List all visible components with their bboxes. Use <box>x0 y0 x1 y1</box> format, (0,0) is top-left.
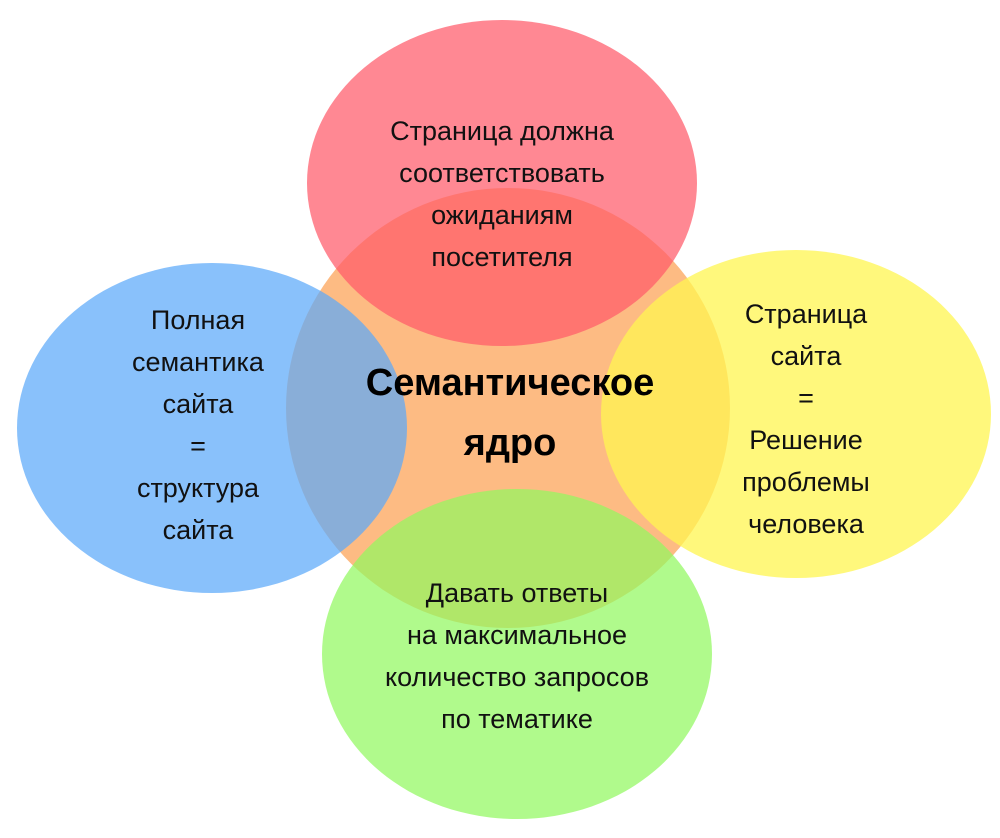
right-ellipse <box>601 250 991 578</box>
left-ellipse <box>17 263 407 593</box>
top-label-line: Страница должна <box>390 116 614 146</box>
top-ellipse <box>307 20 697 346</box>
bottom-label-line: по тематике <box>441 704 593 734</box>
left-label-line: структура <box>136 473 260 503</box>
center-label-line: Семантическое <box>365 362 655 404</box>
left-label-line: семантика <box>132 347 264 377</box>
right-label: Страница сайта = Решение проблемы челове… <box>742 293 870 545</box>
left-label-line: сайта <box>162 389 234 419</box>
left-label-line: Полная <box>150 305 246 335</box>
bottom-label-line: на максимальное <box>406 620 628 650</box>
top-label-line: ожиданиям <box>431 200 573 230</box>
center-label-line: ядро <box>463 422 557 464</box>
bottom-label-line: количество запросов <box>384 662 650 692</box>
right-label-line: Страница <box>744 299 868 329</box>
bottom-label-line: Давать ответы <box>425 578 609 608</box>
bottom-label: Давать ответы на максимальное количество… <box>385 572 649 740</box>
right-label-line: человека <box>748 509 864 539</box>
left-label-line: = <box>190 431 206 461</box>
top-label-line: соответствовать <box>399 158 605 188</box>
top-label: Страница должна соответствовать ожидания… <box>390 110 614 278</box>
right-label-line: = <box>798 383 814 413</box>
right-label-line: сайта <box>770 341 842 371</box>
left-label: Полная семантика сайта = структура сайта <box>132 299 264 551</box>
right-label-line: Решение <box>749 425 863 455</box>
left-label-line: сайта <box>162 515 234 545</box>
top-label-line: посетителя <box>431 242 573 272</box>
bottom-ellipse <box>322 489 712 819</box>
right-label-line: проблемы <box>742 467 870 497</box>
center-label: Семантическое ядро <box>366 353 654 473</box>
